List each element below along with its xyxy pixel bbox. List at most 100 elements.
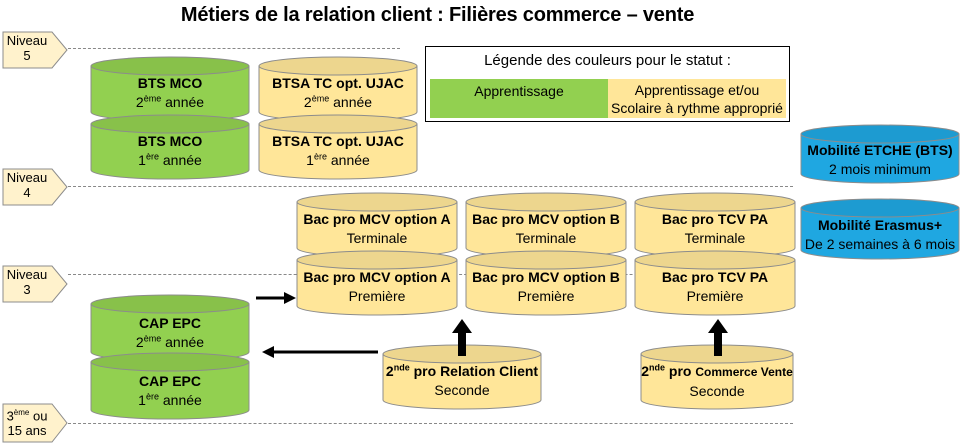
mobility-detail: De 2 semaines à 6 mois <box>804 236 956 252</box>
arrow-left-icon <box>262 346 378 358</box>
cylinder-shape <box>634 192 796 258</box>
formation-name: pro <box>665 363 696 379</box>
formation-name: CAP EPC <box>139 373 201 389</box>
cylinder-shape <box>296 250 458 316</box>
grade: Terminale <box>515 230 577 246</box>
year-rest: année <box>158 152 202 168</box>
cylinder-shape <box>465 192 627 258</box>
bac-pro-mcv-a-terminale: Bac pro MCV option A Terminale <box>296 192 458 258</box>
cylinder-top <box>465 250 627 270</box>
level-label: Niveau <box>6 33 48 48</box>
grade: Seconde <box>689 383 745 399</box>
legend-apprentissage-scolaire: Apprentissage et/ou Scolaire à rythme ap… <box>608 79 786 118</box>
legend: Légende des couleurs pour le statut : Ap… <box>425 46 790 122</box>
year-num: 1 <box>138 392 146 408</box>
mobility-detail: 2 mois minimum <box>829 161 931 177</box>
cylinder-body <box>800 207 960 260</box>
year-sup: ème <box>311 93 330 104</box>
legend-title: Légende des couleurs pour le statut : <box>484 52 731 69</box>
grade: Terminale <box>346 230 408 246</box>
level-label-part: 3 <box>6 408 14 424</box>
cylinder-top <box>800 198 960 218</box>
formation-name: pro Relation Client <box>409 363 539 379</box>
cylinder-body <box>90 361 250 420</box>
cylinder-body <box>640 353 794 410</box>
formation-name: Bac pro MCV option A <box>303 269 451 285</box>
mobility-name: Mobilité Erasmus+ <box>817 217 943 233</box>
formation-name: Bac pro MCV option A <box>303 211 451 227</box>
level-number: 4 <box>23 185 31 200</box>
year-rest: année <box>329 94 373 110</box>
cylinder-top <box>296 192 458 212</box>
cylinder-top <box>465 192 627 212</box>
legend-yellow-line2: Scolaire à rythme approprié <box>611 100 783 116</box>
grade: Première <box>686 288 744 304</box>
year-num: 2 <box>303 94 312 110</box>
cylinder-top <box>634 250 796 270</box>
seconde-sup: nde <box>649 362 666 373</box>
year-rest: année <box>161 94 205 110</box>
level-4-line <box>68 186 793 187</box>
mobilite-erasmus: Mobilité Erasmus+ De 2 semaines à 6 mois <box>800 198 960 260</box>
cylinder-body <box>258 123 418 180</box>
cylinder-top <box>90 352 250 372</box>
cylinder-body <box>800 133 960 184</box>
formation-name: BTSA TC opt. UJAC <box>272 75 404 91</box>
level-5-line <box>68 48 400 49</box>
formation-name: Bac pro TCV PA <box>661 211 769 227</box>
year-rest: année <box>161 334 205 350</box>
arrow-right-icon <box>256 292 296 304</box>
year-sup: ère <box>145 151 159 162</box>
level-label: Niveau <box>6 170 48 185</box>
legend-apprentissage: Apprentissage <box>430 79 608 118</box>
year-sup: ème <box>143 93 162 104</box>
cylinder-shape <box>90 56 250 122</box>
cylinder-shape <box>258 114 418 180</box>
formation-name: Bac pro MCV option B <box>472 211 620 227</box>
cylinder-body <box>465 259 627 316</box>
cylinder-shape <box>800 124 960 184</box>
bac-pro-tcv-pa-terminale: Bac pro TCV PA Terminale <box>634 192 796 258</box>
year-num: 1 <box>138 152 146 168</box>
cylinder-top <box>258 56 418 76</box>
year-sup: ème <box>143 333 162 344</box>
seconde-prefix: 2 <box>385 363 394 379</box>
year-num: 2 <box>135 334 144 350</box>
cylinder-shape <box>465 250 627 316</box>
grade: Terminale <box>684 230 746 246</box>
level-age: 15 ans <box>7 423 47 439</box>
cylinder-top <box>634 192 796 212</box>
cylinder-shape <box>90 352 250 420</box>
level-3eme-line <box>68 423 793 424</box>
level-label: Niveau <box>6 267 48 282</box>
year-sup: ère <box>313 151 327 162</box>
formation-name: Bac pro MCV option B <box>472 269 620 285</box>
cylinder-body <box>634 259 796 316</box>
cylinder-top <box>296 250 458 270</box>
cylinder-top <box>90 114 250 134</box>
grade: Première <box>348 288 406 304</box>
page-title: Métiers de la relation client : Filières… <box>180 4 695 26</box>
mobility-name: Mobilité ETCHE (BTS) <box>807 142 953 158</box>
bac-pro-mcv-b-terminale: Bac pro MCV option B Terminale <box>465 192 627 258</box>
cylinder-top <box>800 124 960 144</box>
cylinder-body <box>382 353 542 410</box>
cylinder-shape <box>634 250 796 316</box>
formation-name: BTS MCO <box>137 133 203 149</box>
grade: Seconde <box>434 382 490 398</box>
mobilite-etche: Mobilité ETCHE (BTS) 2 mois minimum <box>800 124 960 184</box>
cylinder-top <box>258 114 418 134</box>
cylinder-body <box>296 259 458 316</box>
year-num: 1 <box>306 152 314 168</box>
formation-name: CAP EPC <box>139 315 201 331</box>
bts-mco-1ere-annee: BTS MCO 1ère année <box>90 114 250 180</box>
level-label-sup: ème <box>13 408 30 417</box>
year-rest: année <box>158 392 202 408</box>
